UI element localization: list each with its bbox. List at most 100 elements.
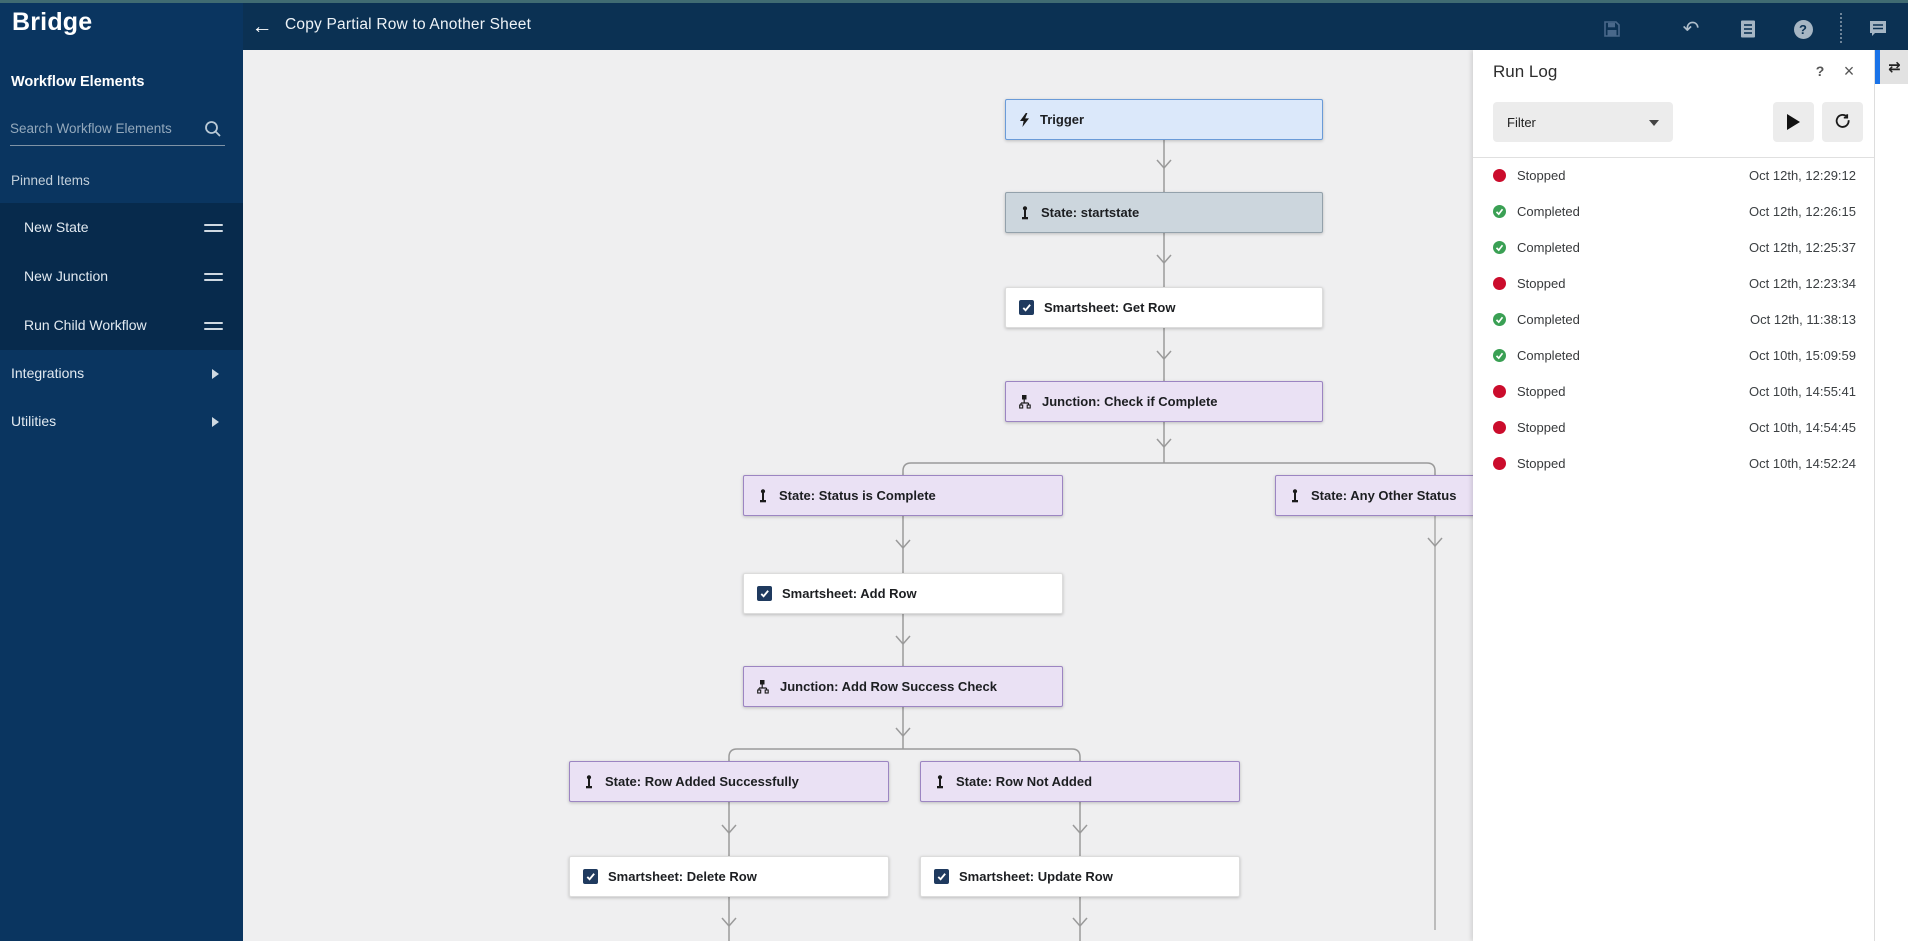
status-label: Stopped (1517, 168, 1566, 183)
run-log-entry[interactable]: Stopped Oct 12th, 12:29:12 (1473, 158, 1874, 194)
feedback-comment-icon[interactable] (1866, 17, 1890, 41)
node-label: Trigger (1040, 112, 1085, 127)
help-icon[interactable]: ? (1791, 17, 1815, 41)
pinned-items-heading: Pinned Items (11, 173, 90, 188)
status-label: Completed (1517, 240, 1580, 255)
window-top-strip (0, 0, 1908, 3)
workflow-elements-heading: Workflow Elements (11, 74, 145, 90)
search-input[interactable] (10, 113, 190, 143)
run-timestamp: Oct 12th, 12:23:34 (1749, 276, 1856, 291)
state-icon (583, 774, 595, 789)
sidebar-item-label: New State (24, 219, 89, 235)
run-log-entry[interactable]: Stopped Oct 10th, 14:54:45 (1473, 410, 1874, 446)
run-button[interactable] (1773, 102, 1814, 142)
node-smartsheet-delete-row[interactable]: Smartsheet: Delete Row (569, 856, 889, 897)
node-smartsheet-update-row[interactable]: Smartsheet: Update Row (920, 856, 1240, 897)
smartsheet-icon (583, 869, 598, 884)
status-dot (1493, 385, 1506, 398)
run-log-entry[interactable]: Completed Oct 10th, 15:09:59 (1473, 338, 1874, 374)
drag-handle-icon[interactable] (204, 224, 223, 236)
search-icon (203, 119, 223, 144)
node-state-row-not-added[interactable]: State: Row Not Added (920, 761, 1240, 802)
sidebar-item-new-state[interactable]: New State (0, 203, 243, 252)
right-panel-strip: ⇄ (1874, 50, 1908, 941)
state-icon (934, 774, 946, 789)
workflow-title: Copy Partial Row to Another Sheet (285, 16, 532, 33)
run-log-entry[interactable]: Stopped Oct 10th, 14:55:41 (1473, 374, 1874, 410)
smartsheet-icon (1019, 300, 1034, 315)
node-junction-add-row-success-check[interactable]: Junction: Add Row Success Check (743, 666, 1063, 707)
status-dot (1493, 313, 1506, 326)
node-smartsheet-get-row[interactable]: Smartsheet: Get Row (1005, 287, 1323, 328)
run-timestamp: Oct 12th, 12:25:37 (1749, 240, 1856, 255)
run-log-entry[interactable]: Stopped Oct 12th, 12:23:34 (1473, 266, 1874, 302)
junction-icon (757, 679, 770, 694)
node-trigger[interactable]: Trigger (1005, 99, 1323, 140)
topbar: ← Copy Partial Row to Another Sheet ↶ ? (243, 3, 1908, 50)
topbar-divider (1840, 13, 1842, 43)
drag-handle-icon[interactable] (204, 322, 223, 334)
node-state-startstate[interactable]: State: startstate (1005, 192, 1323, 233)
activity-log-icon[interactable] (1736, 17, 1760, 41)
status-dot (1493, 205, 1506, 218)
status-label: Stopped (1517, 384, 1566, 399)
drag-handle-icon[interactable] (204, 273, 223, 285)
run-log-help-icon[interactable]: ? (1815, 63, 1825, 79)
run-log-title: Run Log (1493, 62, 1558, 81)
run-timestamp: Oct 10th, 14:52:24 (1749, 456, 1856, 471)
status-label: Completed (1517, 204, 1580, 219)
lightning-icon (1019, 112, 1030, 127)
node-state-row-added-successfully[interactable]: State: Row Added Successfully (569, 761, 889, 802)
run-log-entry[interactable]: Stopped Oct 10th, 14:52:24 (1473, 446, 1874, 482)
node-label: State: Status is Complete (779, 488, 936, 503)
chevron-right-icon (212, 369, 219, 379)
node-label: Smartsheet: Update Row (959, 869, 1113, 884)
pinned-items-band (0, 203, 243, 350)
node-state-status-is-complete[interactable]: State: Status is Complete (743, 475, 1063, 516)
search-field-wrap (10, 113, 225, 146)
status-label: Stopped (1517, 456, 1566, 471)
run-timestamp: Oct 10th, 14:54:45 (1749, 420, 1856, 435)
sidebar-item-new-junction[interactable]: New Junction (0, 252, 243, 301)
save-button[interactable] (1600, 17, 1624, 41)
node-label: State: Row Added Successfully (605, 774, 799, 789)
status-dot (1493, 421, 1506, 434)
swap-arrows-icon: ⇄ (1888, 59, 1901, 76)
status-dot (1493, 457, 1506, 470)
back-button[interactable]: ← (251, 15, 273, 38)
node-label: Smartsheet: Delete Row (608, 869, 757, 884)
run-log-tab[interactable]: ⇄ (1875, 50, 1908, 84)
sidebar-item-run-child-workflow[interactable]: Run Child Workflow (0, 301, 243, 350)
status-label: Stopped (1517, 420, 1566, 435)
chevron-right-icon (212, 417, 219, 427)
state-icon (1289, 488, 1301, 503)
chevron-down-icon (1649, 120, 1659, 126)
filter-dropdown[interactable]: Filter (1493, 102, 1673, 142)
run-log-panel: Run Log ? × Filter Stopped Oct 12th, 12:… (1473, 50, 1874, 941)
sidebar-item-label: Utilities (11, 413, 57, 429)
refresh-button[interactable] (1822, 102, 1863, 142)
state-icon (757, 488, 769, 503)
sidebar-item-utilities[interactable]: Utilities (0, 399, 243, 445)
run-log-entry[interactable]: Completed Oct 12th, 12:26:15 (1473, 194, 1874, 230)
node-label: State: Row Not Added (956, 774, 1093, 789)
status-label: Completed (1517, 312, 1580, 327)
node-label: State: startstate (1041, 205, 1140, 220)
node-junction-check-if-complete[interactable]: Junction: Check if Complete (1005, 381, 1323, 422)
undo-icon[interactable]: ↶ (1682, 18, 1700, 40)
status-dot (1493, 241, 1506, 254)
sidebar-item-integrations[interactable]: Integrations (0, 351, 243, 397)
filter-label: Filter (1507, 115, 1536, 130)
status-label: Stopped (1517, 276, 1566, 291)
status-dot (1493, 169, 1506, 182)
node-label: Smartsheet: Add Row (782, 586, 917, 601)
sidebar-item-label: Integrations (11, 365, 85, 381)
node-smartsheet-add-row[interactable]: Smartsheet: Add Row (743, 573, 1063, 614)
junction-icon (1019, 394, 1032, 409)
run-log-entry[interactable]: Completed Oct 12th, 12:25:37 (1473, 230, 1874, 266)
run-log-entry[interactable]: Completed Oct 12th, 11:38:13 (1473, 302, 1874, 338)
close-icon[interactable]: × (1843, 61, 1855, 81)
workflow-connectors (721, 140, 1443, 941)
smartsheet-icon (757, 586, 772, 601)
run-timestamp: Oct 12th, 11:38:13 (1750, 312, 1856, 327)
